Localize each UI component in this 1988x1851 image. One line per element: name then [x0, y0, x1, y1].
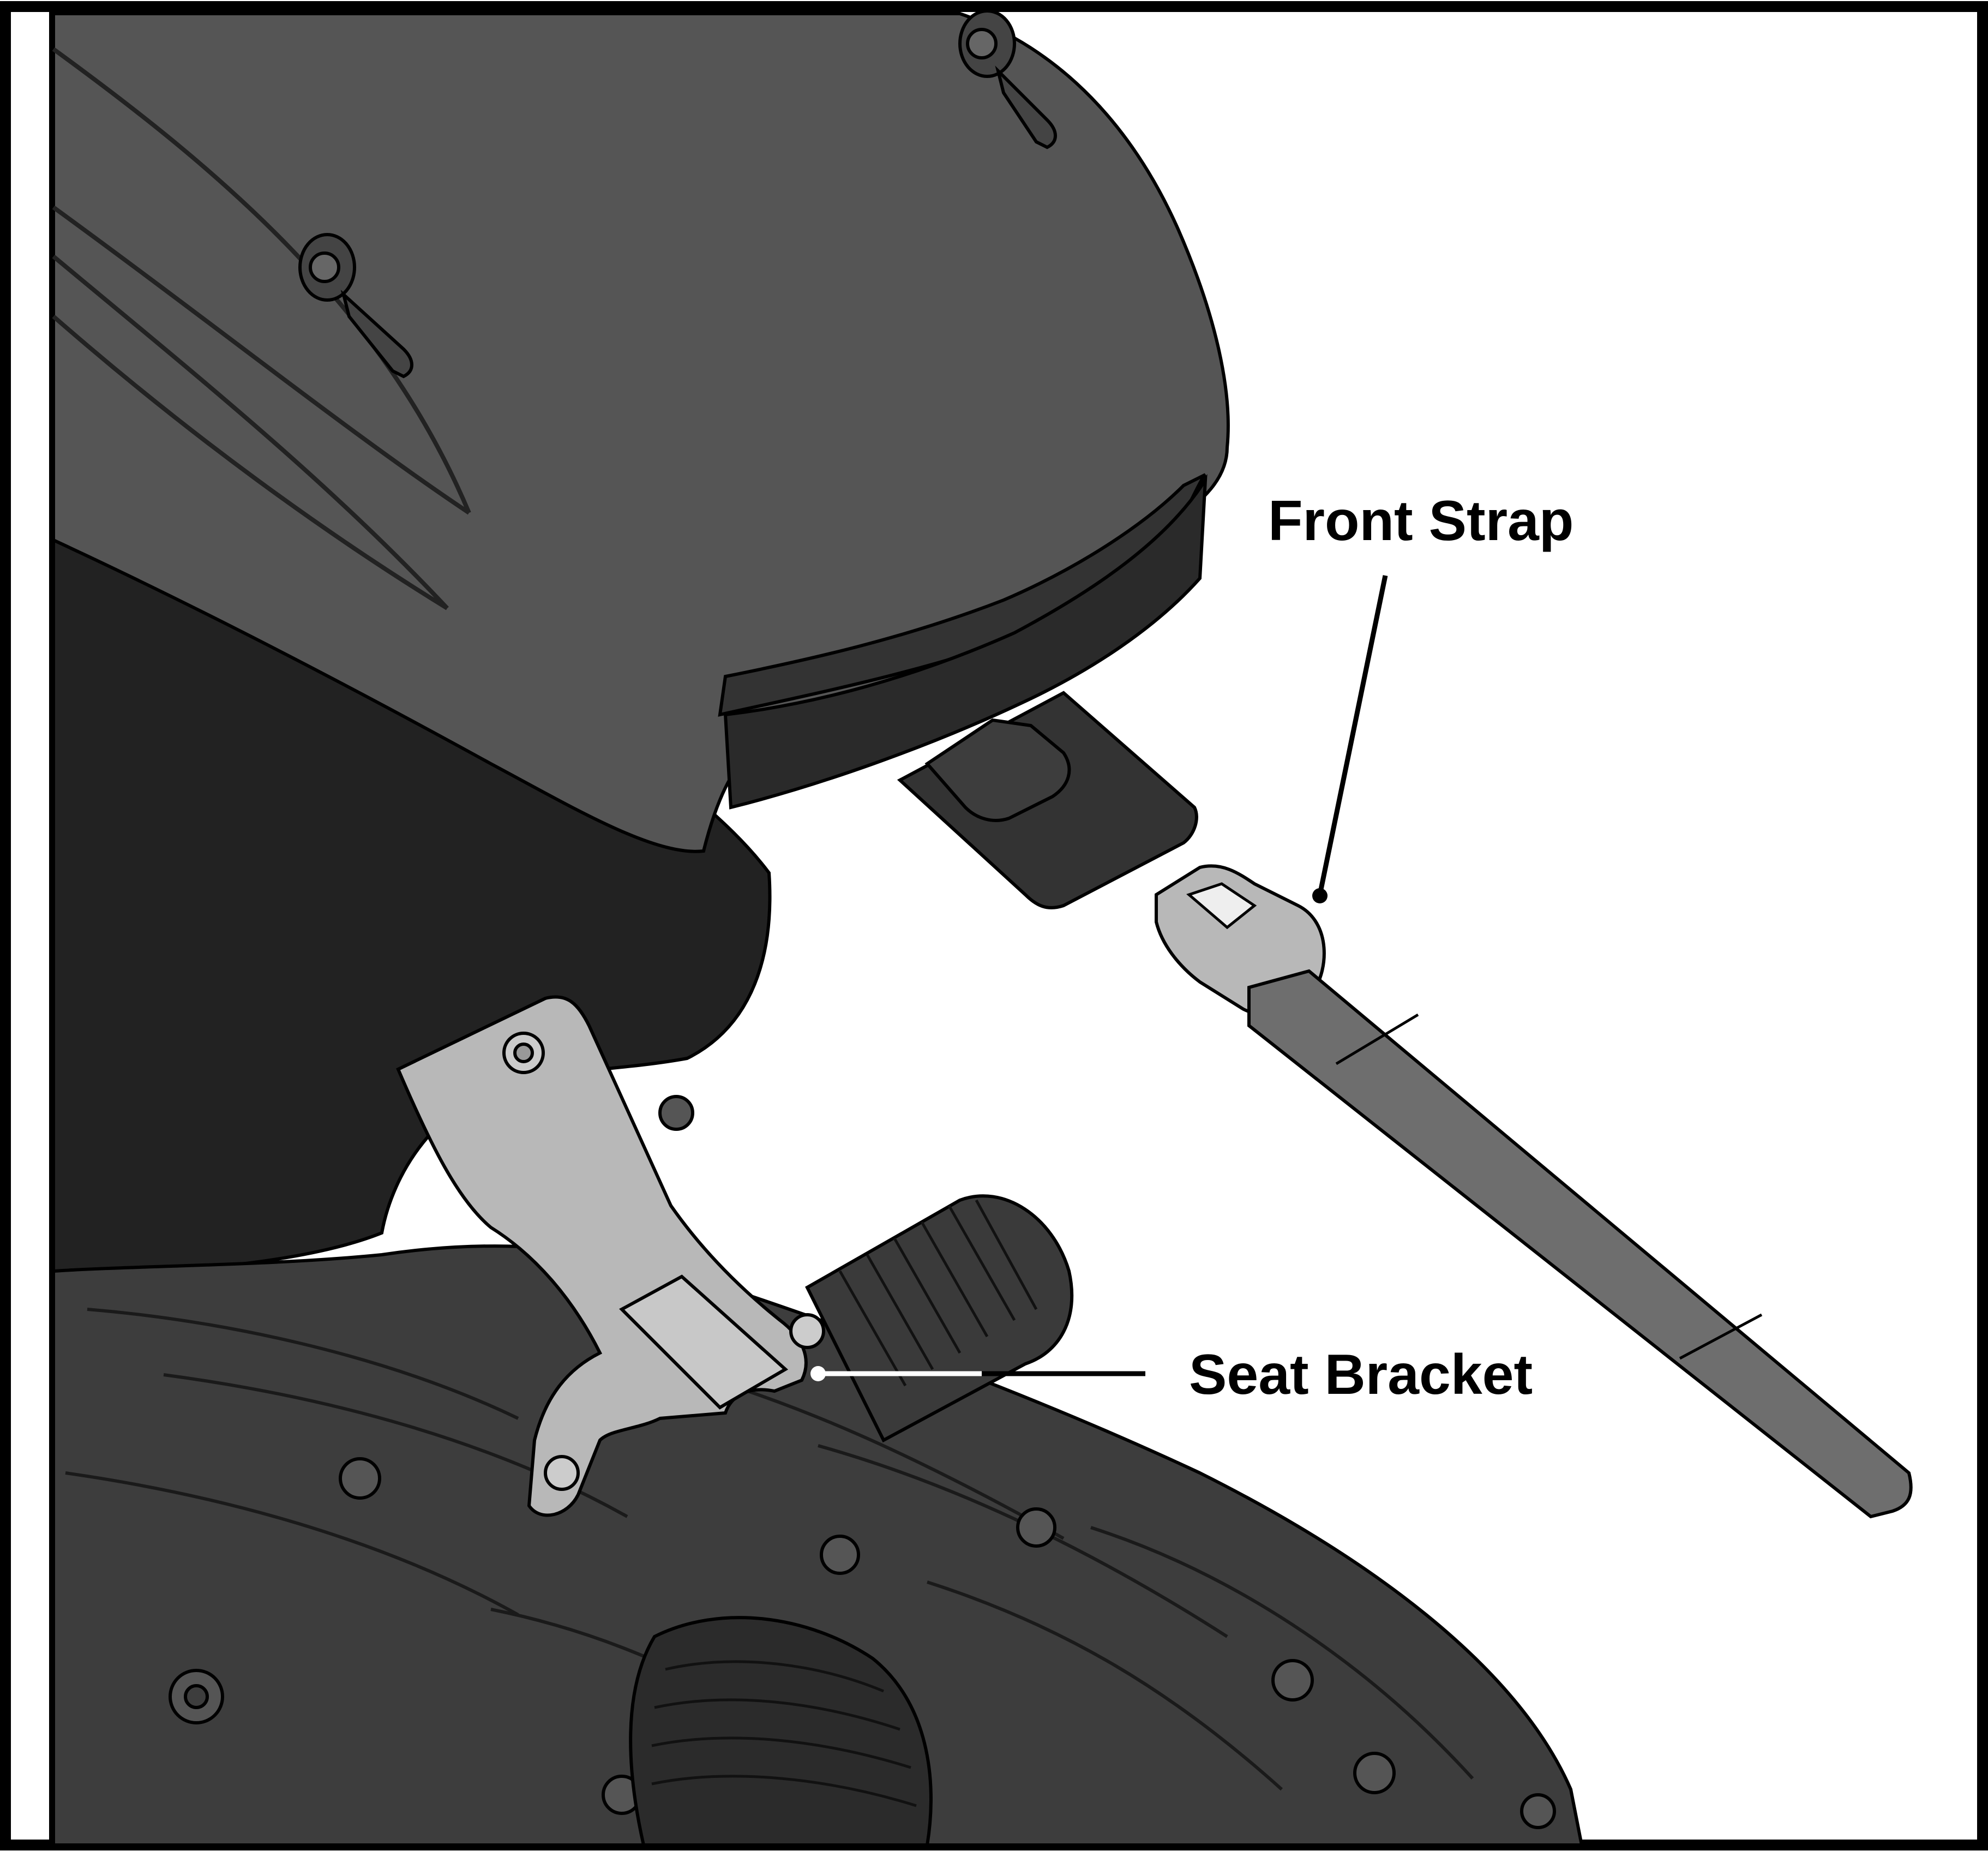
seat-tongue-knob: [924, 718, 1071, 822]
seat-front-recess: [723, 474, 1208, 810]
front-strap-label: Front Strap: [1268, 489, 1573, 553]
seat-bracket-leader-dot: [810, 1366, 826, 1381]
seat-bracket-label: Seat Bracket: [1189, 1343, 1533, 1406]
foot-peg-ribs: [838, 1199, 1038, 1387]
front-strap-buckle-slot: [1186, 882, 1257, 930]
cylinder-fins: [651, 1660, 917, 1807]
seat-snap-upper: [958, 9, 1057, 149]
front-strap-leader-dot: [1312, 888, 1328, 903]
front-strap-fold-2: [1679, 1313, 1763, 1360]
front-strap: [1247, 969, 1913, 1519]
seat-snap-lower: [298, 233, 413, 379]
cylinder-block: [629, 1616, 933, 1847]
seat-bracket-bolts: [502, 1032, 825, 1491]
front-strap-fold-1: [1335, 1013, 1419, 1065]
engine-bolts: [169, 1095, 1556, 1829]
front-strap-leader-line: [1317, 575, 1388, 895]
seat-stitch-lines: [52, 47, 471, 610]
seat-bracket-clip: [619, 1274, 789, 1410]
